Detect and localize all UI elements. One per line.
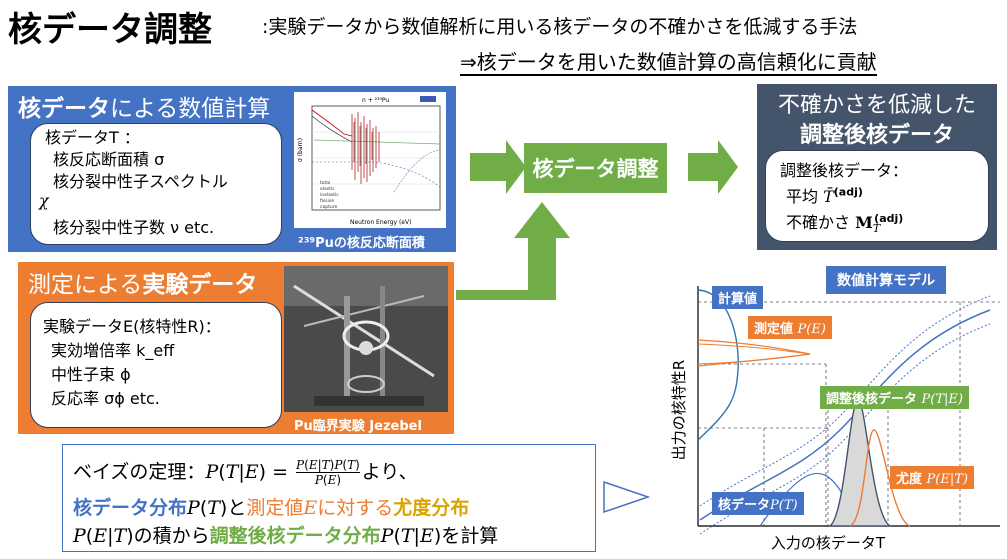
nuclear-data-item: χ <box>39 191 49 210</box>
nuclear-data-item: 核分裂中性子数 ν etc. <box>53 218 215 237</box>
experiment-data-item: 実験データE(核特性R)： <box>43 317 221 336</box>
adjusted-data-item: 調整後核データ： <box>780 161 909 180</box>
prior-label: 核データP(T) <box>712 492 804 515</box>
cross-section-plot-title: n + ²³⁹Pu <box>362 97 389 104</box>
experiment-data-item: 中性子束 ϕ <box>51 365 131 384</box>
adjusted-panel-subheading: 調整後核データ <box>799 123 954 148</box>
jezebel-photo <box>284 266 448 412</box>
arrow-up-icon <box>456 202 570 300</box>
adjusted-panel: 不確かさを低減した 調整後核データ 調整後核データ： 平均 T̄(adj) 不確… <box>757 84 997 250</box>
cross-section-plot: n + ²³⁹Pu total <box>294 92 446 228</box>
likelihood-label: 尤度 P(E|T) <box>890 466 974 489</box>
triangle-arrow-icon <box>603 480 651 514</box>
nuclear-data-item: 核データT ： <box>45 128 140 147</box>
experiment-data-item: 反応率 σϕ etc. <box>51 389 160 408</box>
adjusted-data-item: 不確かさ MT(adj) <box>786 211 904 236</box>
nuclear-data-item: 核分裂中性子スペクトル <box>53 172 228 191</box>
svg-text:fission: fission <box>320 198 335 204</box>
adjusted-panel-heading: 不確かさを低減した <box>777 93 976 118</box>
experiment-data-list: 実験データE(核特性R)： 実効増倍率 k_eff 中性子束 ϕ 反応率 σϕ … <box>30 302 282 428</box>
svg-text:elastic: elastic <box>320 186 335 192</box>
graph-xlabel: 入力の核データT <box>771 534 886 552</box>
adjusted-data-label: 調整後核データ P(T|E) <box>820 386 969 409</box>
page-subtitle: :実験データから数値解析に用いる核データの不確かさを低減する手法 <box>262 16 858 38</box>
adjusted-data-list: 調整後核データ： 平均 T̄(adj) 不確かさ MT(adj) <box>765 150 989 242</box>
svg-text:total: total <box>320 180 330 186</box>
calc-value-label: 計算値 <box>712 286 764 309</box>
calc-panel: 核データによる数値計算 核データT ： 核反応断面積 σ 核分裂中性子スペクトル… <box>8 86 456 252</box>
cross-section-caption: ²³⁹Puの核反応断面積 <box>298 236 425 251</box>
cross-section-plot-ylabel: σ (barn) <box>297 138 304 162</box>
bayes-graph: 出力の核特性R 入力の核データT <box>670 286 1000 552</box>
arrow-right-icon <box>470 140 526 194</box>
model-label: 数値計算モデル <box>826 266 946 294</box>
jezebel-caption: Pu臨界実験 Jezebel <box>294 419 422 434</box>
bayes-line-3: P(E|T)の積から調整後核データ分布P(T|E)を計算 <box>73 525 499 547</box>
cross-section-plot-xlabel: Neutron Energy (eV) <box>350 219 411 226</box>
experiment-panel-heading: 測定による実験データ <box>28 272 258 298</box>
nuclear-data-list: 核データT ： 核反応断面積 σ 核分裂中性子スペクトル χ 核分裂中性子数 ν… <box>30 123 282 245</box>
graph-ylabel: 出力の核特性R <box>670 360 688 460</box>
bayes-box: ベイズの定理：P(T|E) = P(E|T)P(T) P(E) より、 核データ… <box>62 444 596 552</box>
adjusted-data-item: 平均 T̄(adj) <box>786 185 863 206</box>
contribution-note: ⇒核データを用いた数値計算の高信頼化に貢献 <box>460 50 877 76</box>
bayes-line-2: 核データ分布P(T)と測定値Eに対する尤度分布 <box>73 497 470 519</box>
adjustment-box: 核データ調整 <box>524 143 667 193</box>
svg-text:capture: capture <box>320 204 337 210</box>
experiment-panel: 測定による実験データ 実験データE(核特性R)： 実効増倍率 k_eff 中性子… <box>18 262 454 434</box>
measured-value-label: 測定値 P(E) <box>748 316 832 339</box>
nuclear-data-item: 核反応断面積 σ <box>53 150 165 169</box>
bayes-line-1: ベイズの定理：P(T|E) = P(E|T)P(T) P(E) より、 <box>73 458 418 487</box>
flow-arrows <box>456 140 738 300</box>
calc-panel-heading: 核データによる数値計算 <box>18 96 271 122</box>
svg-text:inelastic: inelastic <box>320 192 339 198</box>
arrow-right-icon <box>688 140 738 194</box>
page-title: 核データ調整 <box>8 10 212 50</box>
experiment-data-item: 実効増倍率 k_eff <box>51 341 175 360</box>
